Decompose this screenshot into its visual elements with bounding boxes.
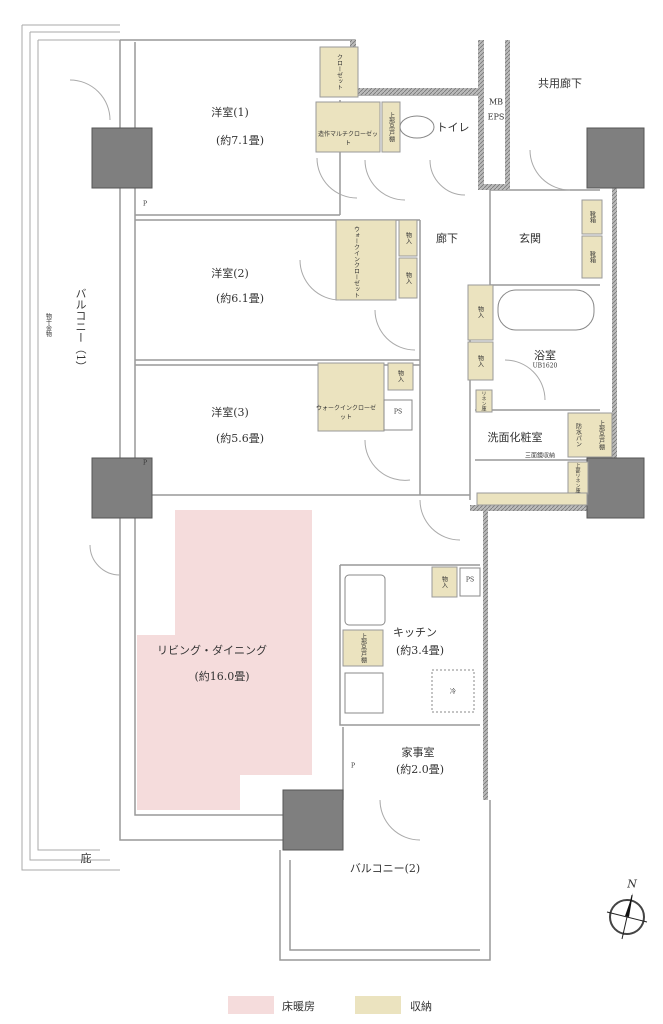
- kitchen-upper-cabinet-label: 上部吊戸棚: [359, 633, 367, 663]
- ps-mark: PS: [393, 408, 403, 416]
- linen-label: リネン庫: [480, 391, 487, 411]
- storage-label: 物入: [440, 576, 448, 588]
- upper-cabinet-label: 上部吊戸棚: [387, 112, 395, 142]
- p-mark: P: [350, 762, 356, 770]
- p-mark: P: [142, 200, 148, 208]
- kitchen-area: (約3.4畳): [395, 644, 445, 657]
- bedroom3-area: (約5.6畳): [215, 432, 265, 445]
- bath-unit-label: UB1620: [532, 362, 558, 370]
- balcony2-label: バルコニー(2): [349, 862, 421, 875]
- walk-in-closet-2-label: ウォークインクローゼット: [352, 226, 360, 298]
- eps-label: EPS: [487, 112, 505, 122]
- mirror-storage-label: 三面鏡収納: [524, 452, 556, 460]
- utility-area: (約2.0畳): [395, 763, 445, 776]
- drying-hardware-label: 物干金物: [44, 313, 52, 337]
- bedroom2-name: 洋室(2): [211, 267, 249, 280]
- entrance-label: 玄関: [519, 232, 541, 245]
- linen-upper-label: 上部リネン庫: [574, 463, 581, 493]
- bath-label: 浴室: [534, 349, 556, 362]
- legend-label-storage: 収納: [410, 1000, 432, 1013]
- multi-closet-label: 造作マルチクローゼット: [318, 131, 379, 147]
- living-area: (約16.0畳): [194, 670, 250, 683]
- interior-walls: [119, 39, 600, 961]
- legend-swatch-storage: [355, 996, 401, 1014]
- doors: [69, 79, 571, 841]
- closet-label: クローゼット: [335, 54, 343, 90]
- storage-label: 物入: [404, 272, 412, 284]
- compass-icon: [606, 893, 648, 940]
- storage-label: 物入: [476, 355, 484, 367]
- balcony-1-rail: [21, 24, 120, 871]
- utility-name: 家事室: [401, 746, 435, 759]
- living-name: リビング・ダイニング: [157, 644, 267, 657]
- shoe-storage-label: 靴箱: [588, 211, 596, 223]
- shoe-storage-label: 靴箱: [588, 251, 596, 263]
- bedroom3-name: 洋室(3): [211, 406, 249, 419]
- storage-label: 物入: [404, 232, 412, 244]
- common-corridor-label: 共用廊下: [538, 77, 582, 90]
- pillars: [91, 127, 645, 851]
- storage-areas: [315, 46, 613, 667]
- bedroom2-area: (約6.1畳): [215, 292, 265, 305]
- compass-north-label: N: [627, 877, 637, 891]
- legend-label-floor-heating: 床暖房: [282, 1000, 315, 1013]
- mb-label: MB: [488, 97, 504, 107]
- bedroom1-area: (約7.1畳): [215, 134, 265, 147]
- upper-cabinet-label: 上部吊戸棚: [597, 420, 605, 450]
- floor-heating-area: [137, 510, 312, 810]
- waterproof-pan-label: 防水パン: [574, 423, 582, 447]
- hall-label: 廊下: [436, 232, 458, 245]
- storage-label: 物入: [396, 370, 404, 382]
- storage-label: 物入: [476, 306, 484, 318]
- fridge-mark: 冷: [449, 688, 457, 696]
- eaves-label: 庇: [80, 852, 92, 865]
- walk-in-closet-3-label: ウォークインクローゼット: [315, 405, 376, 421]
- kitchen-name: キッチン: [393, 626, 437, 639]
- fixtures: [344, 115, 595, 714]
- washroom-label: 洗面化粧室: [487, 431, 543, 444]
- balcony1-label: バルコニー（1）: [74, 288, 87, 372]
- toilet-label: トイレ: [436, 121, 470, 134]
- p-mark: P: [142, 459, 148, 467]
- legend-swatch-floor-heating: [228, 996, 274, 1014]
- ps-mark: PS: [465, 576, 475, 584]
- bedroom1-name: 洋室(1): [211, 106, 249, 119]
